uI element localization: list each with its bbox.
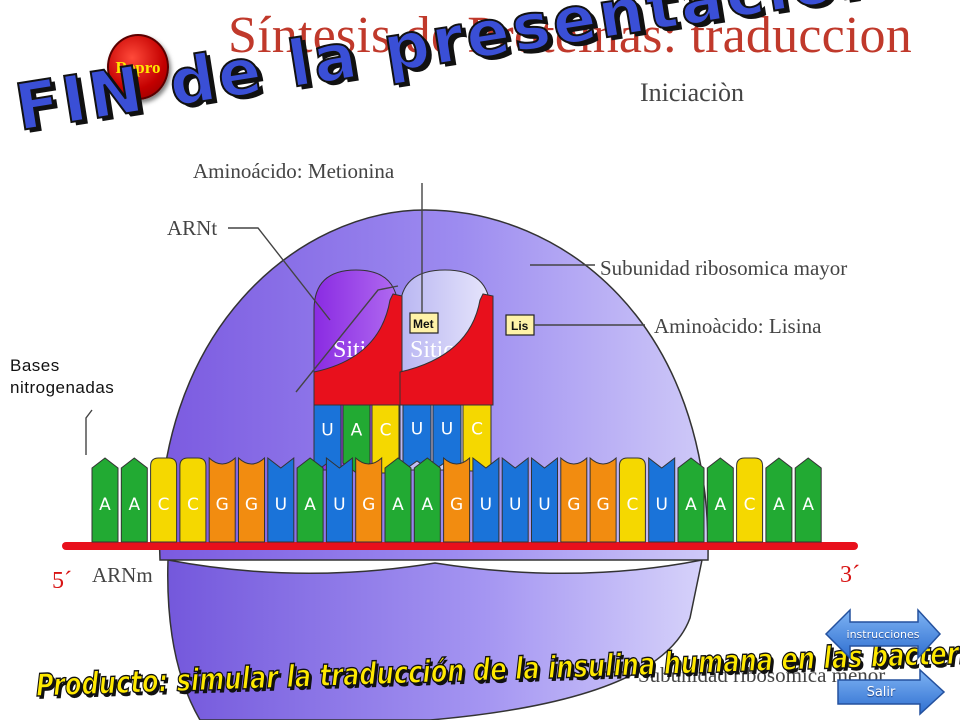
mrna-base-label-13: U <box>480 495 492 515</box>
mrna-base-label-16: G <box>567 495 580 515</box>
mrna-base-label-11: A <box>421 495 433 515</box>
mrna-base-21 <box>706 457 734 543</box>
mrna-base-label-24: A <box>802 495 814 515</box>
mrna-base-2 <box>150 457 178 543</box>
mrna-base-1 <box>120 457 148 543</box>
label-aminoacido-metionina: Aminoácido: Metionina <box>193 159 395 183</box>
trna2-base-label-1: U <box>441 420 453 440</box>
mrna-base-label-17: G <box>597 495 610 515</box>
arrow-right-icon <box>837 668 946 716</box>
mrna-base-23 <box>765 457 793 543</box>
mrna-base-label-23: A <box>773 495 785 515</box>
mrna-base-3 <box>179 457 207 543</box>
mrna-base-label-0: A <box>99 495 111 515</box>
salir-label: Salir <box>866 684 896 700</box>
mrna-base-label-5: G <box>245 495 258 515</box>
mrna-base-19 <box>648 456 676 543</box>
mrna-base-14 <box>501 456 529 543</box>
label-three-prime: 3´ <box>840 562 860 588</box>
mrna-base-10 <box>384 457 412 543</box>
mrna-base-label-12: G <box>450 495 463 515</box>
mrna-base-label-3: C <box>187 495 199 515</box>
mrna-base-label-8: U <box>333 495 345 515</box>
salir-button[interactable]: Salir <box>836 668 946 716</box>
trna-2-red-arm <box>399 293 494 406</box>
mrna-base-label-14: U <box>509 495 521 515</box>
page-subtitle: Iniciaciòn <box>640 78 744 107</box>
trna2-base-label-0: U <box>411 420 423 440</box>
mrna-base-15 <box>531 456 558 543</box>
mrna-strand <box>62 542 858 550</box>
mrna-base-label-19: U <box>655 495 667 515</box>
mrna-base-5 <box>238 456 265 543</box>
mrna-base-label-21: A <box>714 495 726 515</box>
label-arnt: ARNt <box>167 216 217 240</box>
mrna-base-label-1: A <box>128 495 140 515</box>
mrna-base-16 <box>560 456 588 543</box>
mrna-base-24 <box>794 457 822 543</box>
mrna-base-label-2: C <box>158 495 170 515</box>
mrna-base-label-9: G <box>362 495 375 515</box>
mrna-base-label-4: G <box>216 495 229 515</box>
mrna-base-20 <box>677 457 705 543</box>
trna1-base-label-1: A <box>351 421 363 441</box>
mrna-base-label-6: U <box>275 495 287 515</box>
mrna-base-7 <box>296 457 324 543</box>
leader-lines <box>85 183 645 673</box>
mrna-base-0 <box>91 457 119 543</box>
trna2-base-label-2: C <box>471 420 483 440</box>
label-five-prime: 5´ <box>52 568 72 594</box>
label-aminoacido-lisina: Aminoàcido: Lisina <box>654 314 822 338</box>
arrow-right-icon <box>824 608 942 660</box>
mrna-base-4 <box>208 456 236 543</box>
met-tag-box <box>409 312 439 334</box>
mrna-base-8 <box>325 456 353 543</box>
label-subunidad-mayor: Subunidad ribosomica mayor <box>600 256 847 280</box>
mrna-base-label-18: C <box>626 495 638 515</box>
mrna-base-label-7: A <box>304 495 316 515</box>
instrucciones-label: instrucciones <box>846 627 920 641</box>
mrna-base-label-22: C <box>744 495 756 515</box>
repro-button[interactable]: Repro <box>107 34 169 100</box>
mrna-base-9 <box>355 456 383 543</box>
trna-1-red-arm <box>313 293 403 406</box>
lis-tag: Lis <box>511 319 529 333</box>
trna1-base-label-2: C <box>380 421 392 441</box>
mrna-base-label-20: A <box>685 495 697 515</box>
page-title: Síntesis de Proteínas: traduccion <box>228 7 912 64</box>
label-arnm: ARNm <box>92 563 153 587</box>
instrucciones-button[interactable]: instrucciones <box>824 608 942 660</box>
mrna-base-18 <box>618 457 646 543</box>
mrna-base-label-10: A <box>392 495 404 515</box>
mrna-base-13 <box>472 456 500 543</box>
mrna-base-17 <box>589 456 617 543</box>
mrna-base-6 <box>267 456 295 543</box>
mrna-base-12 <box>443 456 471 543</box>
mrna-base-label-15: U <box>538 495 550 515</box>
mrna-base-22 <box>736 457 764 543</box>
repro-label: Repro <box>115 58 161 77</box>
met-tag: Met <box>413 317 434 331</box>
trna1-base-label-0: U <box>321 421 333 441</box>
mrna-base-11 <box>413 457 441 543</box>
